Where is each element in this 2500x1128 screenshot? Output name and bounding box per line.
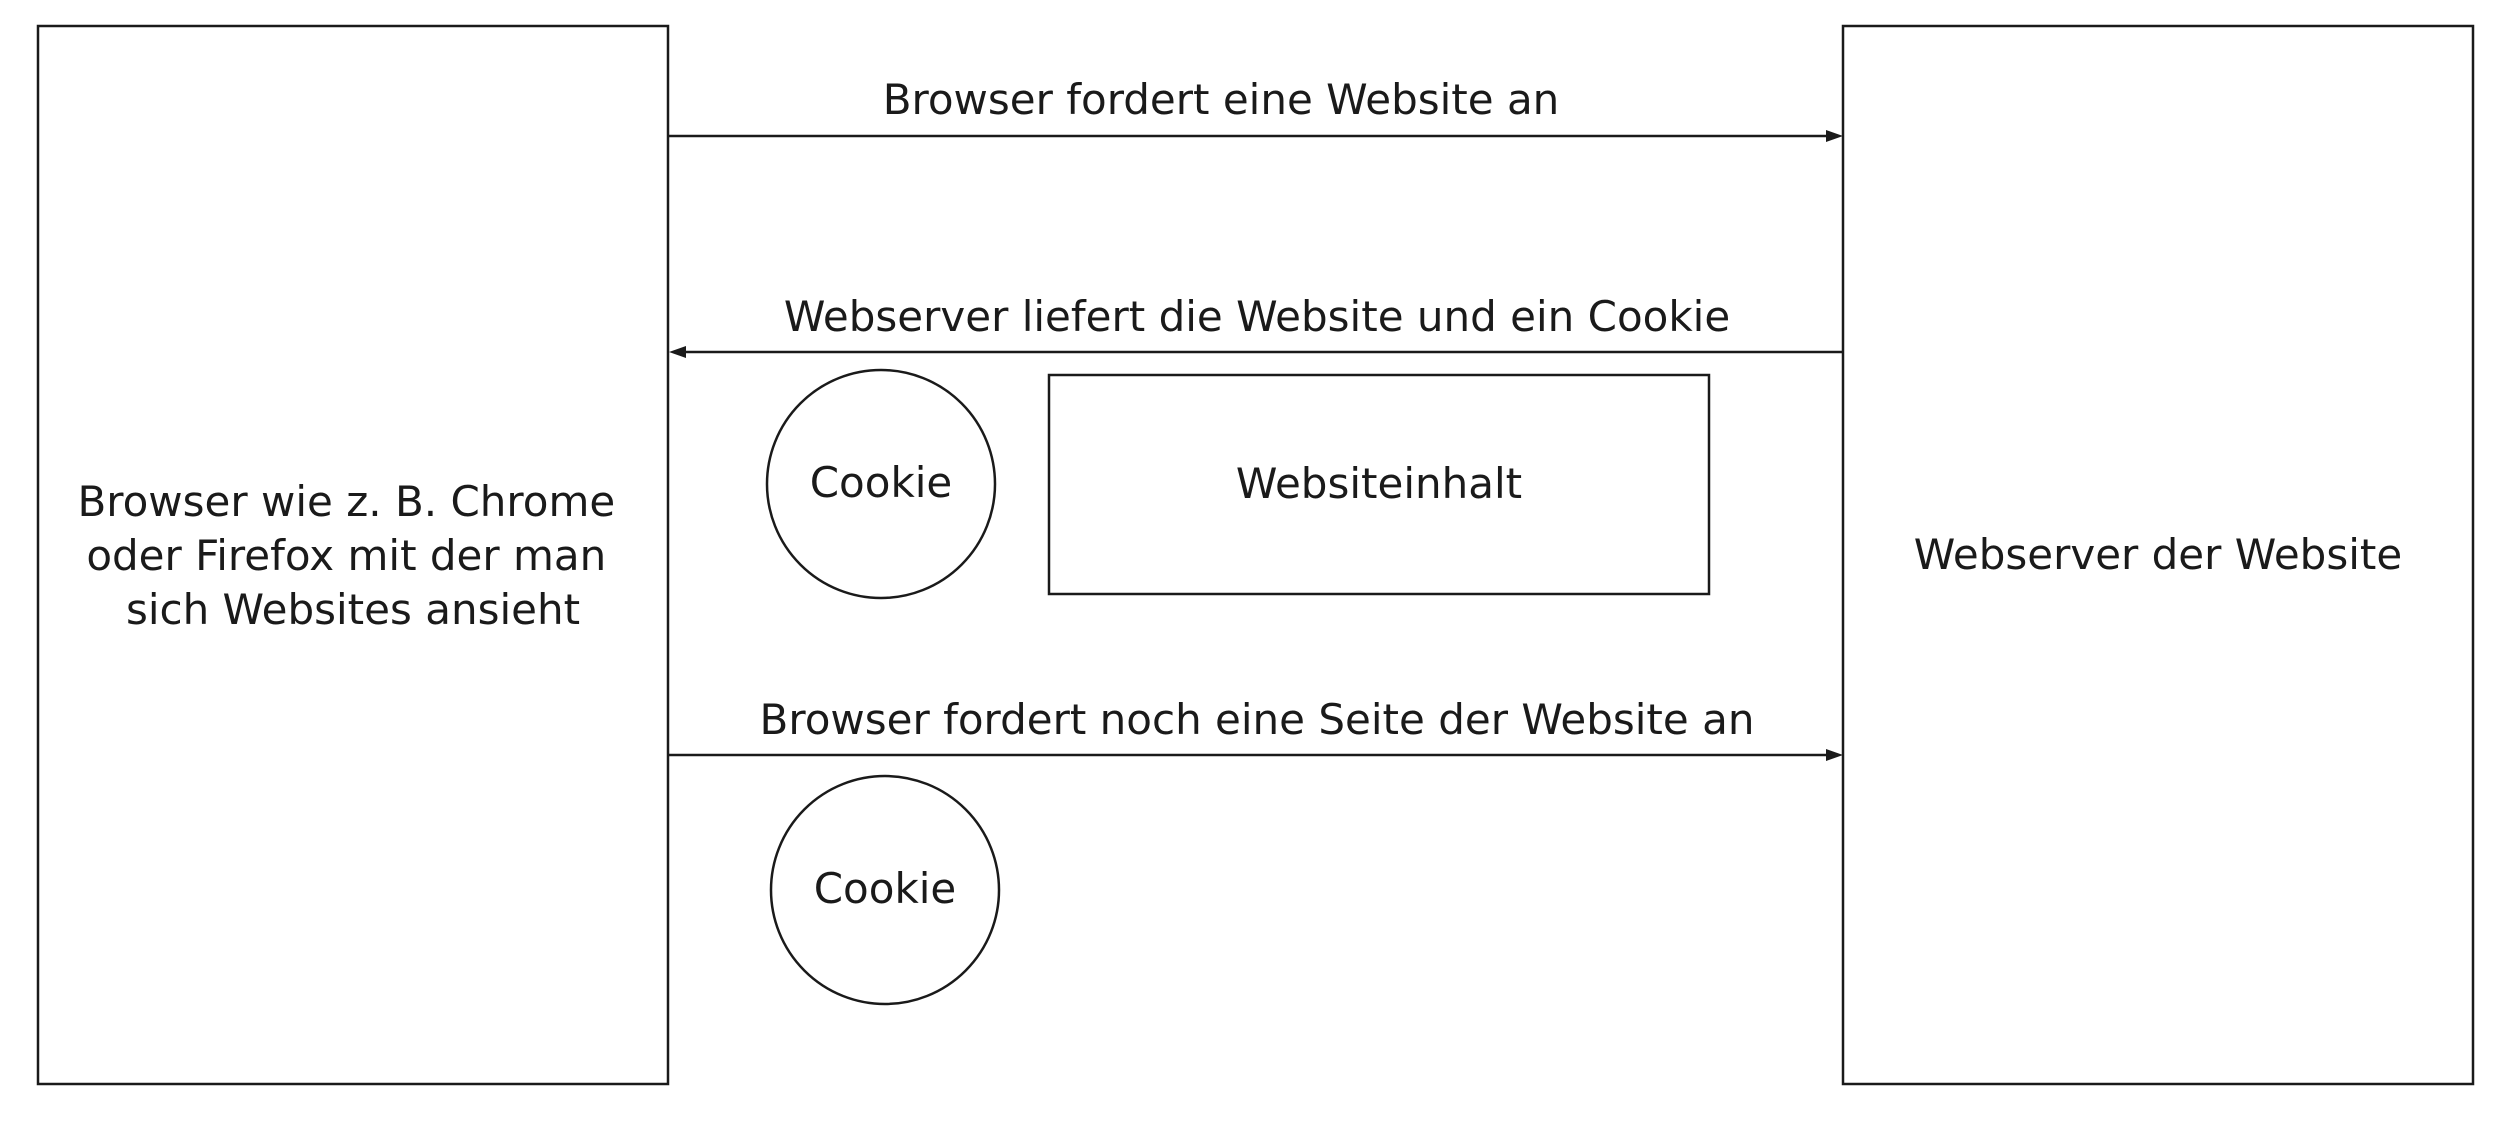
request-another-label: Browser fordert noch eine Seite der Webs… [760, 695, 1755, 744]
browser-label-line-2: oder Firefox mit der man [86, 531, 606, 580]
browser-node: Browser wie z. B. Chrome oder Firefox mi… [36, 24, 670, 1086]
webserver-node: Webserver der Website [1841, 24, 2475, 1086]
deliver-page-label: Webserver liefert die Website und ein Co… [784, 292, 1730, 341]
request-page-label: Browser fordert eine Website an [883, 75, 1560, 124]
deliver-page-arrowhead [669, 346, 686, 358]
request-page-arrowhead [1826, 130, 1843, 142]
browser-label: Browser wie z. B. Chrome oder Firefox mi… [77, 477, 628, 634]
cookie-response-label: Cookie [810, 458, 953, 507]
deliver-page-arrow: Webserver liefert die Website und ein Co… [669, 292, 1843, 358]
website-content-box [1047, 373, 1711, 596]
cookie-request-circle [769, 774, 1001, 1006]
request-another-arrow: Browser fordert noch eine Seite der Webs… [668, 695, 1843, 761]
website-content-label: Websiteinhalt [1236, 459, 1522, 508]
cookie-request-label: Cookie [814, 864, 957, 913]
browser-label-line-3: sich Websites ansieht [126, 585, 580, 634]
browser-box [36, 24, 670, 1086]
request-another-arrowhead [1826, 749, 1843, 761]
cookie-response-node: Cookie [765, 368, 997, 600]
cookie-request-node: Cookie [769, 774, 1001, 1006]
webserver-box [1841, 24, 2475, 1086]
webserver-label: Webserver der Website [1914, 530, 2402, 579]
website-content-node: Websiteinhalt [1047, 373, 1711, 596]
cookie-response-circle [765, 368, 997, 600]
request-page-arrow: Browser fordert eine Website an [668, 75, 1843, 142]
browser-label-line-1: Browser wie z. B. Chrome [77, 477, 615, 526]
